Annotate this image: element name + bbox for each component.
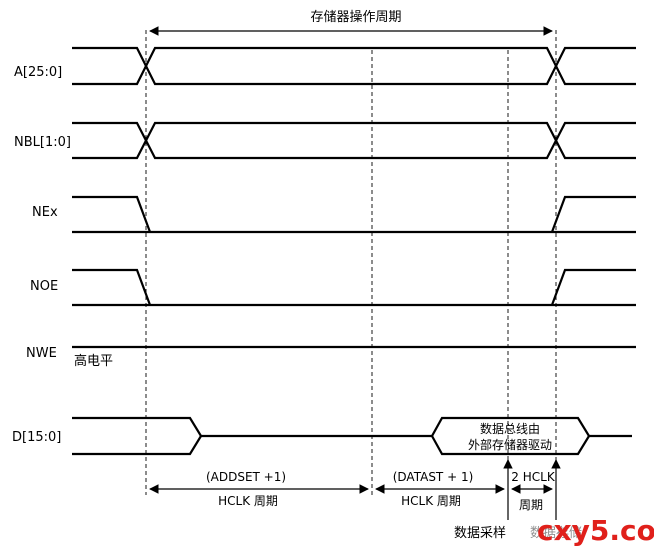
nbl-wave-top bbox=[72, 121, 636, 160]
nwe-level-text: 高电平 bbox=[74, 353, 113, 369]
cycle-title-text: 存储器操作周期 bbox=[310, 9, 401, 25]
sampling-tail-text: 数据存储 bbox=[530, 526, 582, 541]
hclk2-unit: 周期 bbox=[519, 498, 543, 512]
signal-label-noe: NOE bbox=[30, 279, 58, 294]
addr-wave-top bbox=[72, 46, 636, 86]
signal-addr: A[25:0] bbox=[14, 46, 636, 86]
signal-label-nwe: NWE bbox=[26, 346, 57, 361]
nex-wave-rise bbox=[550, 195, 636, 233]
data-bus-bottom bbox=[431, 435, 590, 456]
signal-label-nbl: NBL[1:0] bbox=[14, 135, 71, 150]
addset-label: (ADDSET +1) bbox=[206, 470, 286, 484]
phase-annotations: (ADDSET +1) HCLK 周期 (DATAST + 1) HCLK 周期… bbox=[149, 470, 556, 512]
datast-unit: HCLK 周期 bbox=[401, 494, 461, 508]
data-bus-text-line2: 外部存储器驱动 bbox=[468, 437, 552, 452]
signal-data: D[15:0] 数据总线由 外部存储器驱动 bbox=[12, 416, 632, 456]
addset-unit: HCLK 周期 bbox=[218, 494, 278, 508]
signal-label-nex: NEx bbox=[32, 205, 58, 220]
signal-nwe: NWE 高电平 bbox=[26, 345, 636, 369]
data-wave-bottom bbox=[72, 435, 202, 456]
datast-label: (DATAST + 1) bbox=[393, 470, 474, 484]
signal-noe: NOE bbox=[30, 268, 636, 307]
signal-nex: NEx bbox=[32, 195, 636, 234]
noe-wave-high bbox=[72, 268, 152, 306]
sampling-markers: 数据采样 数据存储 bbox=[454, 459, 582, 541]
nbl-wave-bottom bbox=[72, 121, 636, 160]
nex-wave-high bbox=[72, 195, 152, 233]
cycle-title: 存储器操作周期 bbox=[149, 9, 553, 36]
signal-label-data: D[15:0] bbox=[12, 430, 61, 445]
data-wave-top bbox=[72, 416, 632, 438]
noe-wave-rise bbox=[550, 268, 636, 306]
addr-wave-bottom bbox=[72, 46, 636, 86]
watermark-logo: cxy5.com bbox=[537, 514, 654, 547]
signal-nbl: NBL[1:0] bbox=[14, 121, 636, 160]
data-bus-text-line1: 数据总线由 bbox=[480, 421, 540, 436]
sampling-text: 数据采样 bbox=[454, 526, 506, 541]
hclk2-label: 2 HCLK bbox=[511, 470, 556, 484]
signal-label-addr: A[25:0] bbox=[14, 65, 62, 80]
